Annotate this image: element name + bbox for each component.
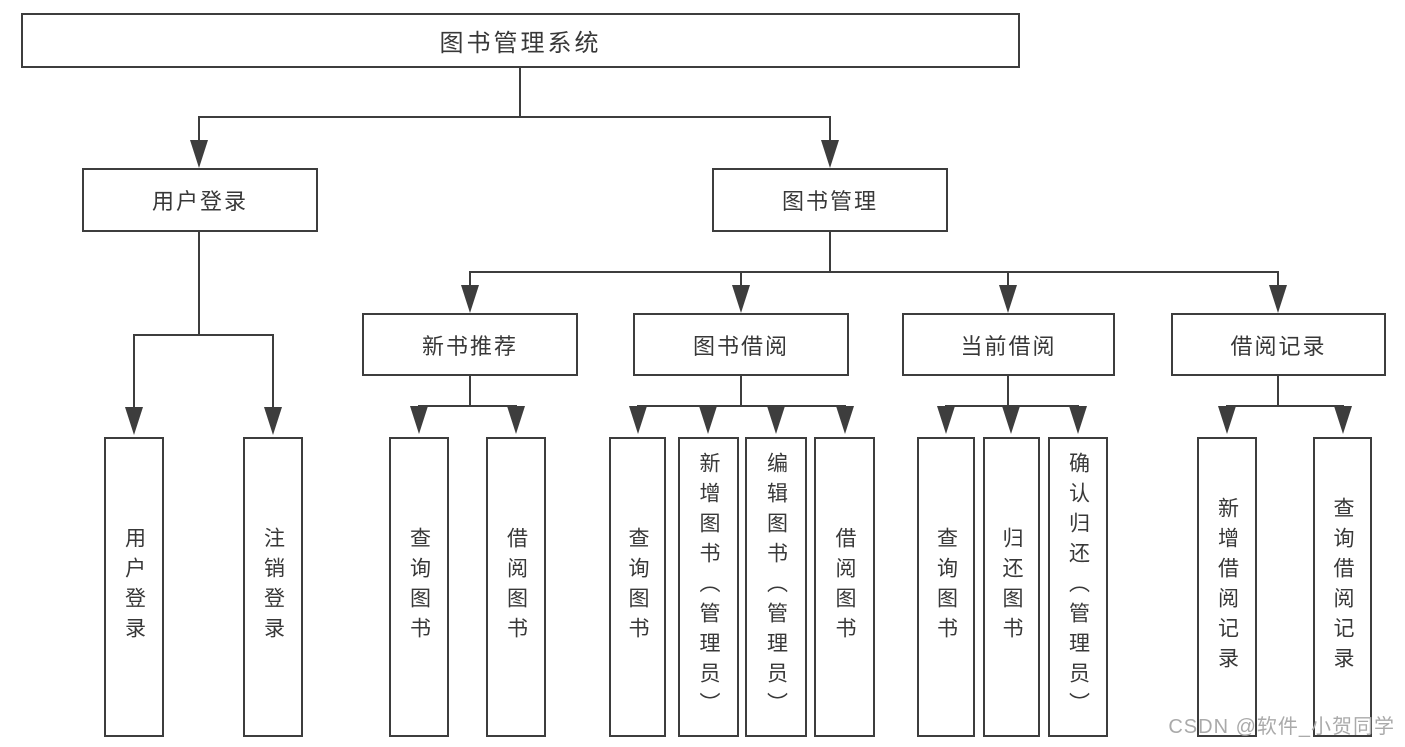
connector-level3-stem [740, 271, 742, 286]
connector-book-management-down [829, 232, 831, 273]
connector-level3-stem [1277, 271, 1279, 286]
node-book-borrowing: 图书借阅 [633, 313, 849, 376]
node-new-book-recommendation: 新书推荐 [362, 313, 578, 376]
arrowhead-leaf-borrow-books-2 [836, 406, 854, 434]
leaf-confirm-return-admin: 确认归还（管理员） [1048, 437, 1108, 737]
connector-level3-stem [1007, 271, 1009, 286]
connector-user-login-stem [198, 116, 200, 141]
leaf-add-book-admin-label: 新增图书（管理员） [697, 452, 720, 722]
node-book-borrowing-label: 图书借阅 [692, 333, 789, 359]
leaf-user-login: 用户登录 [104, 437, 164, 737]
leaf-query-borrow-record: 查询借阅记录 [1313, 437, 1372, 737]
connector-new-book-down [469, 374, 471, 407]
node-new-book-recommendation-label: 新书推荐 [421, 333, 518, 359]
leaf-edit-book-admin-label: 编辑图书（管理员） [764, 452, 788, 722]
leaf-borrow-books-2: 借阅图书 [814, 437, 875, 737]
leaf-return-books: 归还图书 [983, 437, 1040, 737]
arrowhead-borrowing-records [1269, 285, 1287, 313]
connector-root-stem [519, 68, 521, 118]
connector-user-login-split [133, 334, 274, 336]
arrowhead-leaf-return-books [1002, 406, 1020, 434]
arrowhead-leaf-add-book [699, 406, 717, 434]
connector-leaf-stem [272, 334, 274, 408]
leaf-add-book-admin: 新增图书（管理员） [678, 437, 739, 737]
connector-root-split [198, 116, 831, 118]
leaf-query-books-3: 查询图书 [917, 437, 975, 737]
node-user-login: 用户登录 [82, 168, 318, 232]
leaf-query-books-2-label: 查询图书 [626, 527, 649, 647]
connector-current-borrowing-down [1007, 374, 1009, 407]
leaf-add-borrow-record: 新增借阅记录 [1197, 437, 1257, 737]
leaf-confirm-return-admin-label: 确认归还（管理员） [1066, 452, 1090, 722]
leaf-edit-book-admin: 编辑图书（管理员） [745, 437, 807, 737]
arrowhead-leaf-query-record [1334, 406, 1352, 434]
node-borrowing-records: 借阅记录 [1171, 313, 1386, 376]
leaf-add-borrow-record-label: 新增借阅记录 [1215, 497, 1239, 677]
node-root: 图书管理系统 [21, 13, 1020, 68]
leaf-borrow-books-1: 借阅图书 [486, 437, 546, 737]
arrowhead-leaf-confirm-return [1069, 406, 1087, 434]
arrowhead-new-book-recommendation [461, 285, 479, 313]
arrowhead-leaf-borrow-books-1 [507, 406, 525, 434]
arrowhead-leaf-logout [264, 407, 282, 435]
leaf-user-login-label: 用户登录 [122, 527, 146, 647]
connector-borrowing-records-down [1277, 374, 1279, 407]
arrowhead-leaf-user-login [125, 407, 143, 435]
connector-book-management-split [469, 271, 1279, 273]
node-book-management: 图书管理 [712, 168, 948, 232]
connector-leaf-stem [133, 334, 135, 408]
leaf-return-books-label: 归还图书 [1000, 527, 1023, 647]
leaf-query-books-1-label: 查询图书 [407, 527, 431, 647]
connector-book-borrowing-split [637, 405, 846, 407]
leaf-logout: 注销登录 [243, 437, 303, 737]
arrowhead-book-management [821, 140, 839, 168]
connector-new-book-split [418, 405, 517, 407]
node-current-borrowing-label: 当前借阅 [960, 333, 1057, 359]
leaf-logout-label: 注销登录 [261, 527, 285, 647]
leaf-borrow-books-2-label: 借阅图书 [833, 527, 856, 647]
node-current-borrowing: 当前借阅 [902, 313, 1115, 376]
arrowhead-leaf-add-record [1218, 406, 1236, 434]
leaf-borrow-books-1-label: 借阅图书 [504, 527, 528, 647]
leaf-query-books-3-label: 查询图书 [934, 527, 958, 647]
node-root-label: 图书管理系统 [439, 30, 602, 57]
node-user-login-label: 用户登录 [151, 189, 248, 214]
arrowhead-current-borrowing [999, 285, 1017, 313]
connector-book-management-stem [829, 116, 831, 141]
connector-level3-stem [469, 271, 471, 286]
leaf-query-books-2: 查询图书 [609, 437, 666, 737]
node-book-management-label: 图书管理 [781, 189, 878, 214]
arrowhead-leaf-query-books-2 [629, 406, 647, 434]
arrowhead-leaf-query-books-1 [410, 406, 428, 434]
connector-user-login-down [198, 232, 200, 336]
leaf-query-books-1: 查询图书 [389, 437, 449, 737]
connector-book-borrowing-down [740, 374, 742, 407]
leaf-query-borrow-record-label: 查询借阅记录 [1331, 497, 1354, 677]
arrowhead-leaf-query-books-3 [937, 406, 955, 434]
node-borrowing-records-label: 借阅记录 [1230, 333, 1327, 359]
connector-borrowing-records-split [1226, 405, 1344, 407]
arrowhead-user-login [190, 140, 208, 168]
arrowhead-leaf-edit-book [767, 406, 785, 434]
arrowhead-book-borrowing [732, 285, 750, 313]
watermark: CSDN @软件_小贺同学 [1168, 716, 1395, 738]
